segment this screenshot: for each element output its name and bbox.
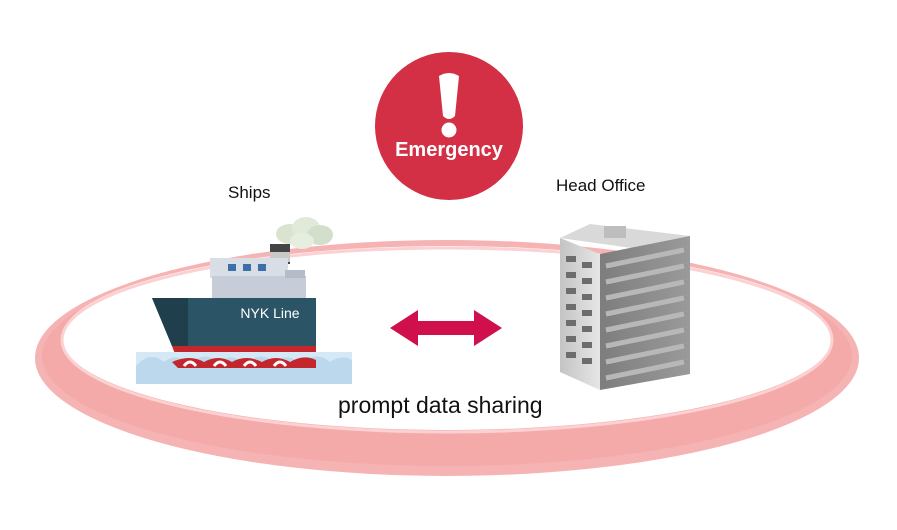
exclamation-icon (439, 73, 459, 138)
double-arrow-icon (390, 310, 502, 346)
data-sharing-label: prompt data sharing (338, 392, 543, 418)
ships-label: Ships (228, 183, 271, 202)
emergency-label: Emergency (395, 139, 504, 161)
ship-icon: NYK Line (136, 217, 352, 384)
emergency-badge: Emergency (375, 52, 523, 200)
wave-icon (136, 352, 352, 384)
smoke-icon (276, 217, 333, 249)
office-building-icon (560, 224, 690, 390)
ship-hull-text: NYK Line (240, 305, 299, 321)
head-office-label: Head Office (556, 176, 646, 195)
